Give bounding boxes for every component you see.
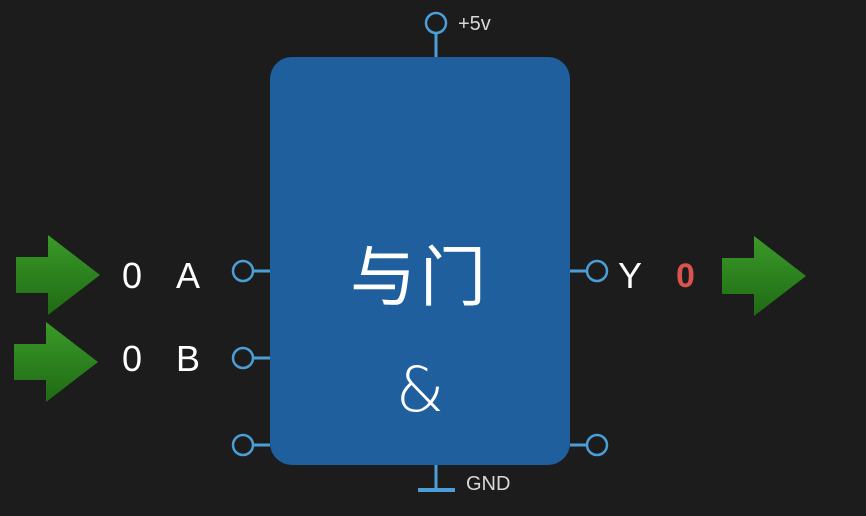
gnd-label: GND bbox=[466, 473, 511, 495]
vcc-pin bbox=[424, 11, 448, 57]
input-a-label: A bbox=[176, 255, 201, 296]
gate-name: 与门 bbox=[350, 239, 490, 316]
input-b-arrow-icon bbox=[14, 322, 98, 402]
input-pin-b[interactable] bbox=[231, 346, 270, 370]
input-a-value: 0 bbox=[122, 255, 143, 296]
output-y-label: Y bbox=[618, 255, 643, 296]
output-arrow-icon bbox=[722, 236, 806, 316]
output-y-value: 0 bbox=[676, 257, 695, 295]
input-pin-a[interactable] bbox=[231, 259, 270, 283]
vcc-label: +5v bbox=[458, 13, 491, 35]
input-b-label: B bbox=[176, 338, 201, 379]
output-pin-y[interactable] bbox=[570, 259, 609, 283]
gnd-pin bbox=[418, 465, 455, 492]
input-b-value: 0 bbox=[122, 338, 143, 379]
unused-pin-right bbox=[570, 433, 609, 457]
and-gate-body: 与门 & bbox=[270, 57, 570, 465]
gate-symbol: & bbox=[395, 353, 445, 426]
input-a-arrow-icon bbox=[16, 235, 100, 315]
unused-pin-left bbox=[231, 433, 270, 457]
